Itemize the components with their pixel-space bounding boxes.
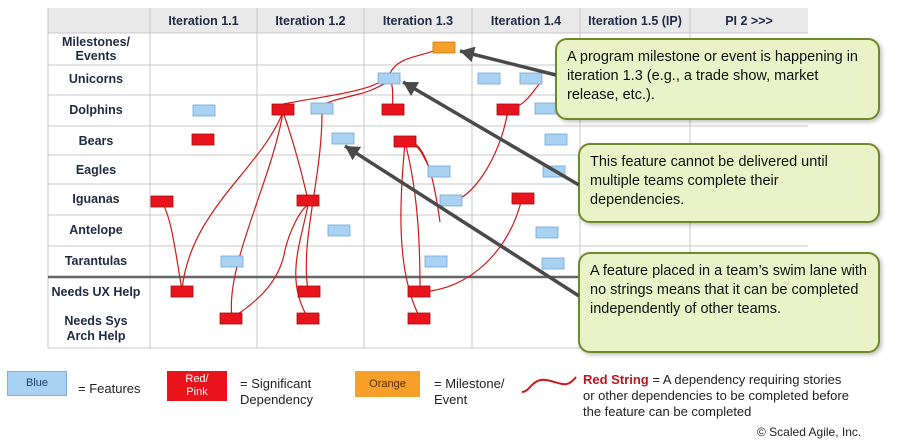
row-header: Events bbox=[76, 49, 117, 63]
dependency-card bbox=[271, 103, 295, 116]
legend-string-text: Red String = A dependency requiring stor… bbox=[583, 372, 853, 420]
column-header: Iteration 1.1 bbox=[168, 14, 238, 28]
feature-card bbox=[534, 102, 558, 115]
dependency-string bbox=[181, 111, 284, 291]
dependency-string bbox=[230, 111, 284, 319]
legend-string-icon bbox=[521, 376, 577, 393]
column-header: PI 2 >>> bbox=[725, 14, 773, 28]
dependency-card bbox=[381, 103, 405, 116]
dependency-card bbox=[407, 312, 431, 325]
column-header: Iteration 1.4 bbox=[491, 14, 561, 28]
legend-feature-label: = Features bbox=[78, 381, 141, 396]
dependency-card bbox=[496, 103, 520, 116]
callout-milestone: A program milestone or event is happenin… bbox=[555, 38, 880, 120]
row-header: Unicorns bbox=[69, 72, 123, 86]
column-header: Iteration 1.2 bbox=[275, 14, 345, 28]
dependency-card bbox=[407, 285, 431, 298]
column-header: Iteration 1.3 bbox=[383, 14, 453, 28]
dependency-card bbox=[170, 285, 194, 298]
feature-card bbox=[220, 255, 244, 268]
feature-card bbox=[544, 133, 568, 146]
callout-independent-feature: A feature placed in a team’s swim lane w… bbox=[578, 252, 880, 353]
feature-card bbox=[535, 226, 559, 239]
feature-card bbox=[377, 72, 401, 85]
dependency-card bbox=[393, 135, 417, 148]
legend-string-title: Red String bbox=[583, 372, 649, 387]
feature-card bbox=[439, 194, 463, 207]
copyright: © Scaled Agile, Inc. bbox=[757, 425, 862, 439]
dependency-string bbox=[161, 201, 183, 291]
legend-dependency-label: = Significant Dependency bbox=[240, 376, 313, 407]
header-band bbox=[48, 8, 808, 33]
dependency-string bbox=[305, 111, 323, 291]
feature-card bbox=[331, 132, 355, 145]
legend-milestone-swatch: Orange bbox=[355, 371, 420, 397]
row-header: Needs Sys bbox=[64, 314, 127, 328]
feature-card bbox=[327, 224, 351, 237]
row-header: Tarantulas bbox=[65, 254, 127, 268]
feature-card bbox=[427, 165, 451, 178]
callout-dependencies: This feature cannot be delivered until m… bbox=[578, 143, 880, 223]
row-header: Antelope bbox=[69, 223, 123, 237]
row-header: Bears bbox=[79, 134, 114, 148]
feature-card bbox=[310, 102, 334, 115]
dependency-string bbox=[321, 80, 391, 107]
legend-feature-swatch: Blue bbox=[7, 371, 67, 396]
feature-card bbox=[519, 72, 543, 85]
legend-string-label: = A dependency requiring stories or othe… bbox=[583, 372, 849, 419]
feature-card bbox=[192, 104, 216, 117]
dependency-card bbox=[150, 195, 174, 208]
dependency-card bbox=[296, 194, 320, 207]
row-header: Eagles bbox=[76, 163, 116, 177]
row-header: Arch Help bbox=[66, 329, 125, 343]
legend-dependency-swatch: Red/ Pink bbox=[167, 371, 227, 401]
dependency-card bbox=[219, 312, 243, 325]
dependency-card bbox=[296, 312, 320, 325]
column-header: Iteration 1.5 (IP) bbox=[588, 14, 682, 28]
dependency-card bbox=[511, 192, 535, 205]
row-header: Milestones/ bbox=[62, 35, 131, 49]
row-header: Dolphins bbox=[69, 103, 123, 117]
legend-milestone-label: = Milestone/ Event bbox=[434, 376, 505, 407]
row-header: Needs UX Help bbox=[52, 285, 141, 299]
dependency-card bbox=[191, 133, 215, 146]
feature-card bbox=[477, 72, 501, 85]
dependency-card bbox=[297, 285, 321, 298]
feature-card bbox=[424, 255, 448, 268]
dependency-string bbox=[231, 204, 309, 319]
dependency-string bbox=[295, 204, 309, 319]
row-header: Iguanas bbox=[72, 192, 119, 206]
feature-card bbox=[541, 257, 565, 270]
feature-card bbox=[542, 165, 566, 178]
milestone-card bbox=[432, 41, 456, 54]
